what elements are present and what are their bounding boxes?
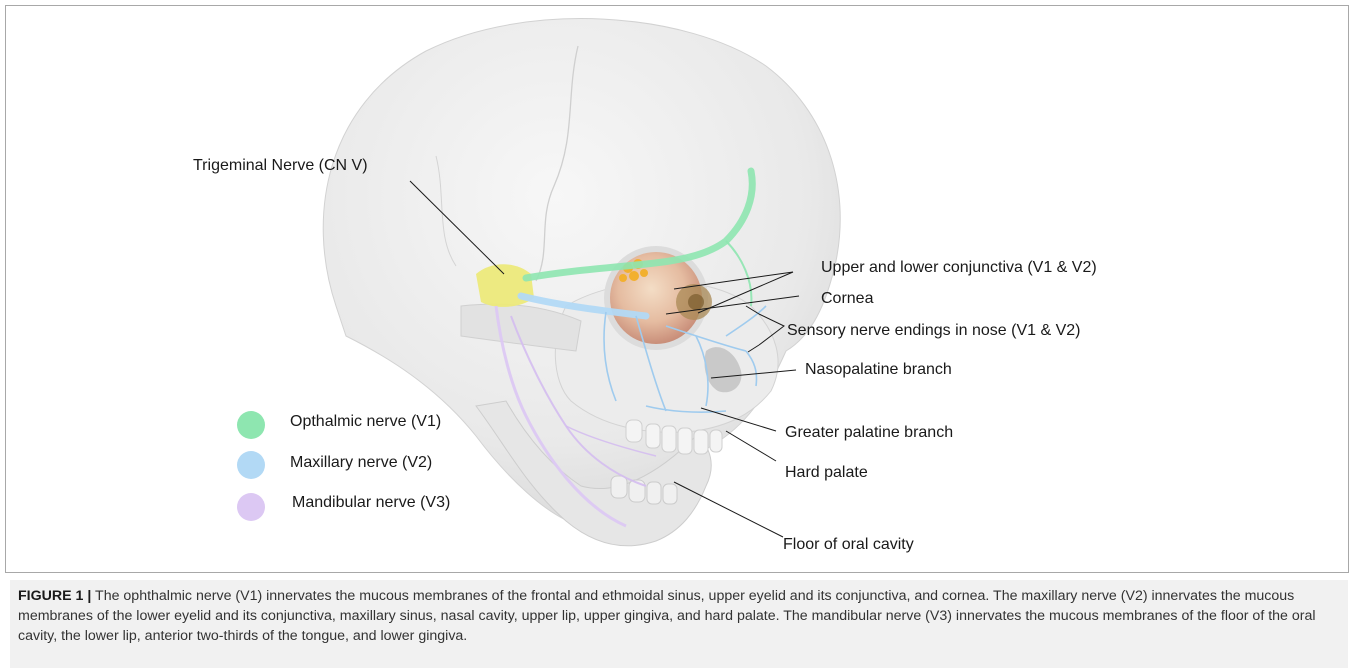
legend-dot-v3: [237, 493, 265, 521]
label-cornea: Cornea: [821, 290, 873, 308]
label-conjunctiva: Upper and lower conjunctiva (V1 & V2): [821, 259, 1097, 277]
figure-panel: Trigeminal Nerve (CN V) Upper and lower …: [5, 5, 1349, 573]
label-nasopalatine: Nasopalatine branch: [805, 361, 952, 379]
caption-text: The ophthalmic nerve (V1) innervates the…: [18, 588, 1316, 644]
caption-label: FIGURE 1 |: [18, 588, 91, 604]
legend-label-v2: Maxillary nerve (V2): [290, 454, 432, 472]
skull-illustration: [6, 6, 1348, 572]
pupil: [688, 294, 704, 310]
label-trigeminal-nerve: Trigeminal Nerve (CN V): [193, 157, 368, 175]
label-nose-nerve-endings: Sensory nerve endings in nose (V1 & V2): [787, 322, 1081, 340]
legend-dot-v2: [237, 451, 265, 479]
legend-label-v3: Mandibular nerve (V3): [292, 494, 450, 512]
label-hard-palate: Hard palate: [785, 464, 868, 482]
legend-dot-v1: [237, 411, 265, 439]
label-floor-oral-cavity: Floor of oral cavity: [783, 536, 914, 554]
label-greater-palatine: Greater palatine branch: [785, 424, 953, 442]
figure-caption: FIGURE 1 | The ophthalmic nerve (V1) inn…: [10, 580, 1348, 668]
legend-label-v1: Opthalmic nerve (V1): [290, 413, 441, 431]
